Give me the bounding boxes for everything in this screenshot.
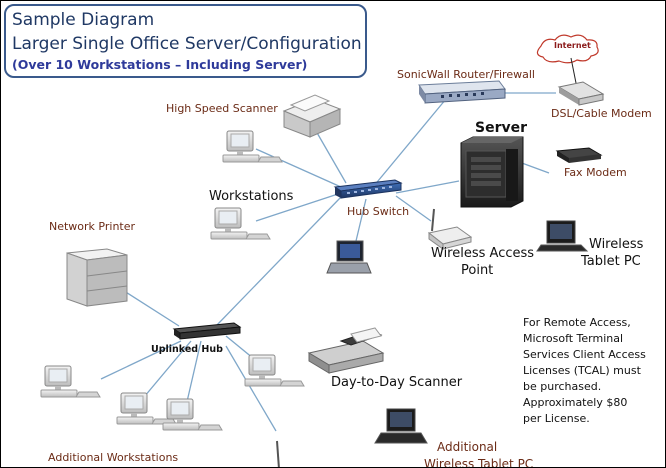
internet-cloud-icon bbox=[536, 34, 599, 64]
server-label: Server bbox=[475, 120, 528, 136]
modem-icon bbox=[557, 81, 605, 106]
note-line: For Remote Access, bbox=[523, 316, 631, 329]
wireless-access-point-icon bbox=[427, 208, 473, 250]
uplinked-hub-icon bbox=[172, 322, 242, 340]
wap-label-line1: Wireless Access bbox=[431, 246, 535, 261]
note-line: Microsoft Terminal bbox=[523, 332, 624, 345]
workstation-icon bbox=[162, 398, 223, 431]
workstation-icon bbox=[222, 130, 283, 163]
additional-workstations-label: Additional Workstations bbox=[48, 451, 179, 464]
title-box: Sample Diagram Larger Single Office Serv… bbox=[4, 4, 367, 78]
tablet-label-line2: Tablet PC bbox=[581, 254, 641, 269]
laptop-icon bbox=[326, 240, 372, 274]
fax-modem-label: Fax Modem bbox=[564, 166, 627, 179]
note-line: be purchased. bbox=[523, 380, 602, 393]
day-to-day-scanner-icon bbox=[307, 327, 385, 374]
additional-tablet-label-line2: Wireless Tablet PC bbox=[424, 457, 534, 468]
note-line: per License. bbox=[523, 412, 590, 425]
hub-switch-icon bbox=[333, 179, 403, 199]
note-line: Services Client Access bbox=[523, 348, 646, 361]
internet-label: Internet bbox=[554, 41, 591, 50]
diagram-caption: (Over 10 Workstations – Including Server… bbox=[12, 57, 308, 72]
router-label: SonicWall Router/Firewall bbox=[397, 68, 535, 81]
router-icon bbox=[418, 80, 506, 104]
workstation-icon bbox=[40, 365, 101, 398]
fax-modem-icon bbox=[555, 147, 603, 163]
day-to-day-scanner-label: Day-to-Day Scanner bbox=[331, 375, 463, 390]
server-icon bbox=[460, 136, 524, 208]
hub-switch-label: Hub Switch bbox=[347, 205, 410, 218]
high-speed-scanner-label: High Speed Scanner bbox=[166, 102, 278, 115]
tablet-pc-icon bbox=[536, 220, 589, 252]
note-line: Licenses (TCAL) must bbox=[523, 364, 641, 377]
note-line: Approximately $80 bbox=[523, 396, 628, 409]
network-printer-label: Network Printer bbox=[49, 220, 136, 233]
workstation-icon bbox=[210, 207, 271, 240]
network-printer-icon bbox=[66, 248, 128, 307]
workstation-icon bbox=[244, 354, 305, 387]
additional-tablet-pc-icon bbox=[374, 408, 428, 444]
wap-label-line2: Point bbox=[461, 263, 494, 278]
licensing-note: For Remote Access, Microsoft Terminal Se… bbox=[523, 315, 665, 427]
diagram-title: Sample Diagram bbox=[12, 10, 155, 30]
workstations-label: Workstations bbox=[209, 189, 294, 204]
uplinked-hub-label: Uplinked Hub bbox=[151, 344, 223, 355]
tablet-label-line1: Wireless bbox=[589, 237, 644, 252]
high-speed-scanner-icon bbox=[282, 94, 342, 138]
additional-tablet-label: Additional bbox=[437, 440, 498, 454]
diagram-subtitle: Larger Single Office Server/Configuratio… bbox=[12, 34, 362, 54]
modem-label: DSL/Cable Modem bbox=[551, 107, 652, 120]
